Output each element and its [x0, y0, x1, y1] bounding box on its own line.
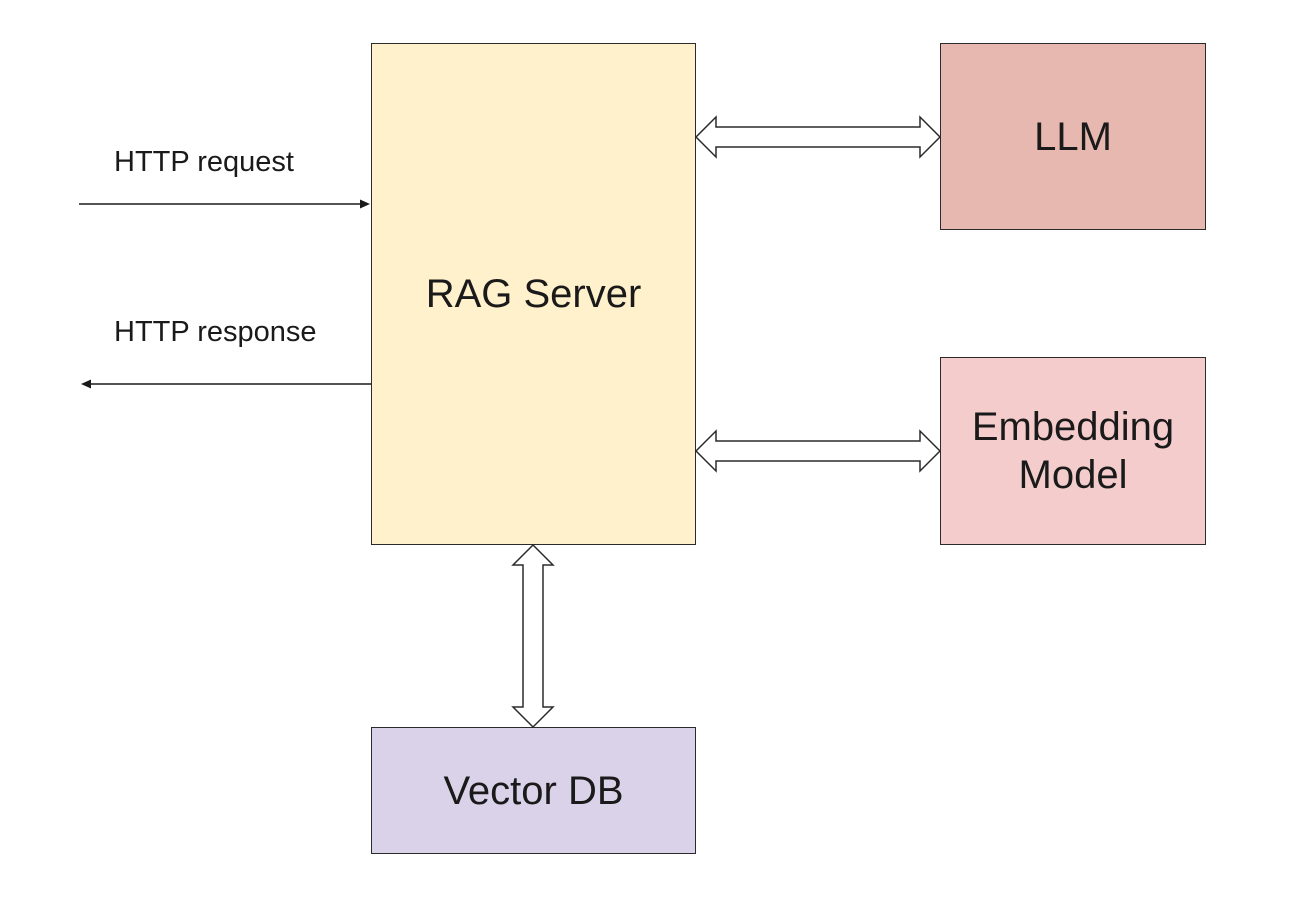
rag-server-label: RAG Server: [425, 272, 642, 316]
rag-embedding-double-arrow: [694, 429, 942, 473]
http-response-label: HTTP response: [114, 316, 317, 348]
rag-server-node: RAG Server: [371, 43, 696, 545]
http-response-arrow: [81, 379, 371, 389]
vector-db-node: Vector DB: [371, 727, 696, 854]
rag-vectordb-double-arrow: [511, 543, 555, 729]
http-request-arrow: [79, 199, 370, 209]
embedding-model-node: Embedding Model: [940, 357, 1206, 545]
vector-db-label: Vector DB: [443, 768, 624, 813]
http-request-label: HTTP request: [114, 146, 294, 178]
rag-llm-double-arrow: [694, 115, 942, 159]
embedding-model-label: Embedding Model: [971, 405, 1175, 497]
llm-label: LLM: [1034, 114, 1112, 159]
llm-node: LLM: [940, 43, 1206, 230]
